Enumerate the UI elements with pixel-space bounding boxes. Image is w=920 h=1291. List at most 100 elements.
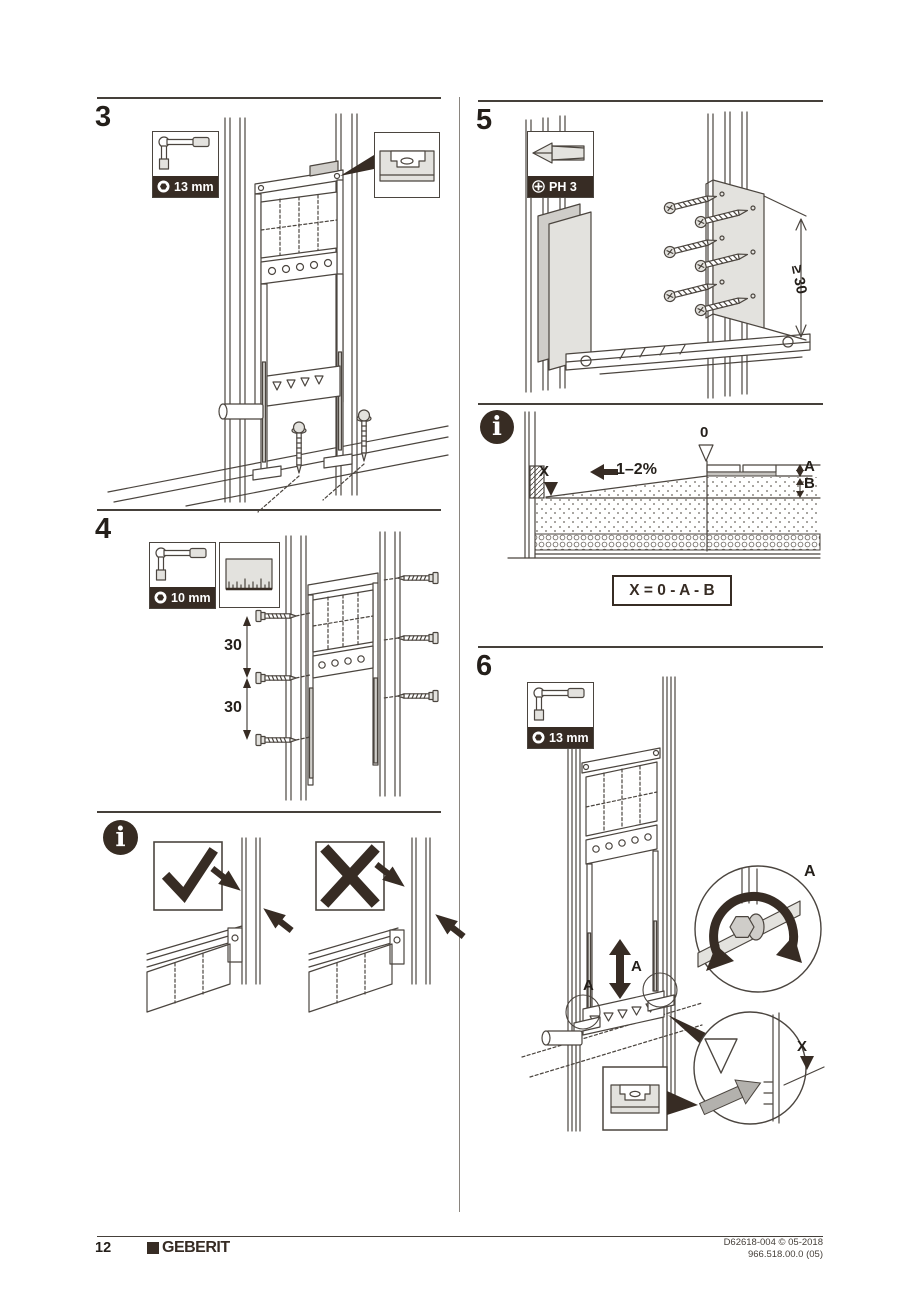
ruler-icon xyxy=(225,558,273,591)
foot-highlight-circle xyxy=(642,972,678,1008)
correct-example xyxy=(146,837,297,1013)
callout-arrow xyxy=(668,1015,710,1049)
tool-size-bar: PH 3 xyxy=(528,176,593,197)
b-label: B xyxy=(804,475,815,492)
foot-highlight-circle xyxy=(565,994,601,1030)
press-arrow-icon xyxy=(258,901,297,938)
step5-number: 5 xyxy=(476,104,493,136)
x-offset-label: X xyxy=(797,1038,808,1055)
slope-direction-arrow xyxy=(590,464,618,480)
slope-label: 1–2% xyxy=(616,461,657,478)
tool-size-label: 10 mm xyxy=(171,590,211,605)
floor-tile xyxy=(742,464,777,473)
hex-socket-icon xyxy=(157,180,170,193)
callout-arrow xyxy=(667,1091,698,1115)
rule-step4 xyxy=(97,509,441,511)
screw-icon xyxy=(255,609,297,623)
dimension-arrow-b xyxy=(796,478,804,498)
leader-dashes xyxy=(257,463,365,513)
orientation-triangle xyxy=(704,1038,738,1074)
phillips-bit-icon xyxy=(528,132,593,176)
cross-icon xyxy=(320,844,380,908)
dimension-label-30-lower: 30 xyxy=(224,699,242,716)
doc-code: D62618-004 © 05-2018 xyxy=(723,1237,823,1248)
step5-illustration xyxy=(525,111,811,399)
insert-arrow xyxy=(698,1079,762,1116)
leader-dashes xyxy=(295,612,311,741)
insulation-layer xyxy=(534,533,821,551)
tool-size-bar: 13 mm xyxy=(528,727,593,748)
ruler-box xyxy=(219,542,280,608)
dimension-label-30-upper: 30 xyxy=(224,637,242,654)
tool-size-label: 13 mm xyxy=(549,730,589,745)
wood-screw-icon xyxy=(662,234,719,260)
dimension-arrow-a xyxy=(796,464,804,477)
cover-panel-front xyxy=(548,211,592,371)
rotation-arrow-icon xyxy=(709,892,799,964)
base-slab-lines xyxy=(507,553,821,559)
mounting-frame xyxy=(307,572,379,786)
tool-chip-13mm: 13 mm xyxy=(527,682,594,749)
screw-icon xyxy=(255,733,297,747)
anchor-bolt-icon xyxy=(356,409,372,462)
frame-top-rail xyxy=(565,333,811,375)
page-number: 12 xyxy=(95,1240,112,1256)
frame-foot xyxy=(647,994,675,1012)
foot-a-label-left: A xyxy=(583,977,594,994)
screw-icon xyxy=(397,689,439,703)
tool-size-bar: 13 mm xyxy=(153,176,218,197)
detail-foot-adjustment xyxy=(694,865,822,993)
x-label: X xyxy=(539,463,550,480)
screw-icon xyxy=(397,631,439,645)
formula-box: X = 0 - A - B xyxy=(612,575,732,606)
step3-illustration xyxy=(107,113,449,513)
dimension-lines xyxy=(763,195,807,341)
drain-pipe xyxy=(218,403,264,420)
wall-studs xyxy=(567,676,676,1132)
callout-arrow xyxy=(340,155,374,176)
wrong-example xyxy=(308,837,469,1013)
reference-lines xyxy=(775,464,821,477)
mounting-frame xyxy=(252,160,353,481)
a-label: A xyxy=(804,458,815,475)
leader-dashes xyxy=(383,577,399,699)
zero-label: 0 xyxy=(700,424,709,441)
document-codes: D62618-004 © 05-2018 966.518.00.0 (05) xyxy=(724,1237,823,1261)
screed-layer xyxy=(535,477,820,534)
brand-square-icon xyxy=(147,1242,159,1254)
zero-level-marker xyxy=(698,444,714,462)
rule-info-left xyxy=(97,811,441,813)
rule-info-right xyxy=(478,403,823,405)
brand-name: GEBERIT xyxy=(162,1239,230,1256)
step3-number: 3 xyxy=(95,101,112,133)
article-code: 966.518.00.0 (05) xyxy=(747,1249,823,1260)
adjustment-nut xyxy=(729,916,755,938)
wood-screw-icon xyxy=(662,278,719,304)
phillips-icon xyxy=(532,180,545,193)
level-callout-box xyxy=(374,132,440,198)
x-level-marker xyxy=(544,482,558,496)
screw-icon xyxy=(397,571,439,585)
brand-logo: GEBERIT xyxy=(147,1239,230,1257)
screw-icon xyxy=(255,671,297,685)
tile-adhesive xyxy=(706,471,777,477)
foot-a-label-right: A xyxy=(631,958,642,975)
frame-foot xyxy=(323,453,353,469)
rule-step6 xyxy=(478,646,823,648)
tool-size-label: PH 3 xyxy=(549,179,577,194)
frame-foot xyxy=(252,465,282,481)
dimension-lines xyxy=(243,616,251,740)
rule-step5 xyxy=(478,100,823,102)
floor-buildup-illustration xyxy=(507,411,821,559)
floor-tile xyxy=(706,464,741,473)
tool-size-label: 13 mm xyxy=(174,179,214,194)
hex-socket-icon xyxy=(154,591,167,604)
info-icon: i xyxy=(103,820,138,855)
column-divider xyxy=(459,97,461,1212)
adjust-a-label: A xyxy=(804,863,816,880)
drain-pipe xyxy=(541,1030,583,1046)
spirit-level-on-frame xyxy=(309,160,339,177)
press-arrow-icon xyxy=(430,907,469,944)
floor-lines xyxy=(521,1002,703,1078)
